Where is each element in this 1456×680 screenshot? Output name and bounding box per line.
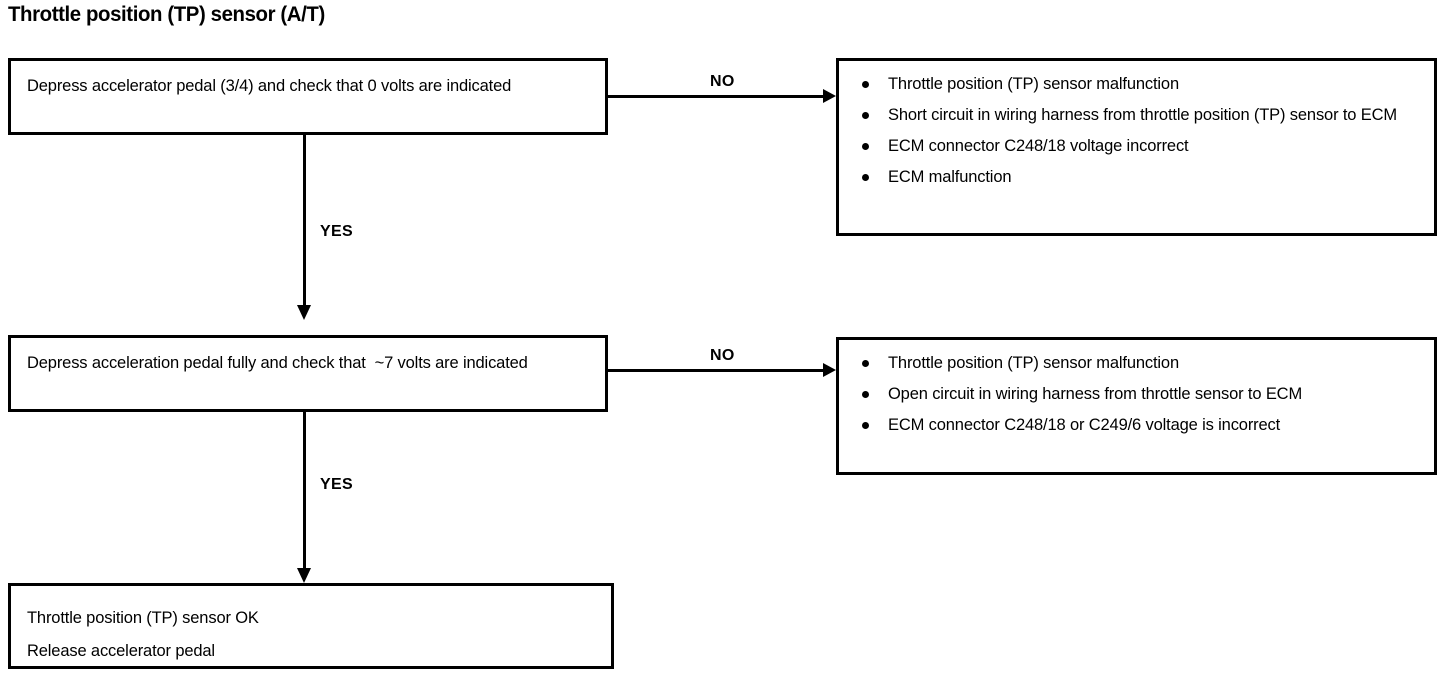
edge-label-no-1: NO [710, 73, 735, 90]
list-item: Throttle position (TP) sensor malfunctio… [856, 72, 1426, 96]
decision-node-2-text: Depress acceleration pedal fully and che… [27, 354, 528, 372]
result-node-sensor-ok: Throttle position (TP) sensor OK Release… [8, 583, 614, 669]
list-item: ECM malfunction [856, 165, 1426, 189]
edge-label-no-2: NO [710, 347, 735, 364]
fault-list-node-2: Throttle position (TP) sensor malfunctio… [836, 337, 1437, 475]
arrow-right-icon [823, 363, 836, 377]
connector-yes-2-line [303, 412, 306, 570]
decision-node-check-7-volts: Depress acceleration pedal fully and che… [8, 335, 608, 412]
connector-no-2-line [607, 369, 827, 372]
page-title: Throttle position (TP) sensor (A/T) [8, 3, 325, 26]
arrow-down-icon [297, 305, 311, 320]
decision-node-1-text: Depress accelerator pedal (3/4) and chec… [27, 77, 512, 95]
list-item: ECM connector C248/18 voltage incorrect [856, 134, 1426, 158]
fault-list-1: Throttle position (TP) sensor malfunctio… [856, 72, 1426, 196]
fault-list-node-1: Throttle position (TP) sensor malfunctio… [836, 58, 1437, 236]
list-item: Open circuit in wiring harness from thro… [856, 382, 1426, 406]
list-item: Short circuit in wiring harness from thr… [856, 103, 1426, 127]
edge-label-yes-1: YES [320, 223, 353, 240]
arrow-down-icon [297, 568, 311, 583]
connector-no-1-line [607, 95, 827, 98]
list-item: Throttle position (TP) sensor malfunctio… [856, 351, 1426, 375]
list-item: ECM connector C248/18 or C249/6 voltage … [856, 413, 1426, 437]
arrow-right-icon [823, 89, 836, 103]
decision-node-check-0-volts: Depress accelerator pedal (3/4) and chec… [8, 58, 608, 135]
connector-yes-1-line [303, 135, 306, 307]
fault-list-2: Throttle position (TP) sensor malfunctio… [856, 351, 1426, 444]
edge-label-yes-2: YES [320, 476, 353, 493]
result-node-text: Throttle position (TP) sensor OK Release… [27, 609, 259, 660]
